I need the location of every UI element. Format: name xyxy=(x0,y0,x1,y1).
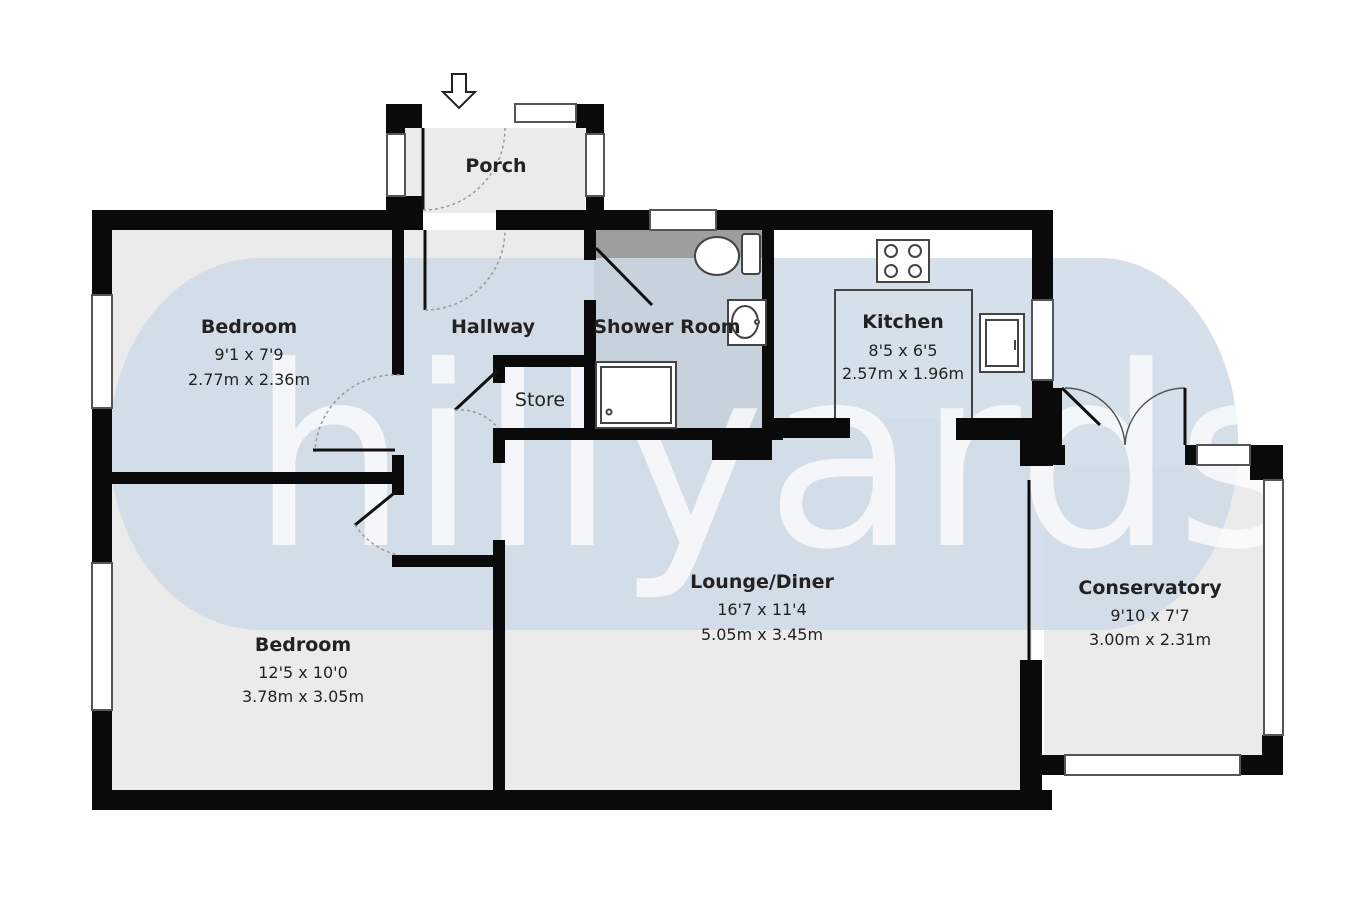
window xyxy=(1031,299,1054,381)
window xyxy=(91,294,113,409)
window xyxy=(1064,754,1241,776)
room-dim-metric-bedroom-1: 2.77m x 2.36m xyxy=(188,370,310,389)
watermark-band xyxy=(109,258,1239,630)
room-dim-metric-bedroom-2: 3.78m x 3.05m xyxy=(242,687,364,706)
hob-icon xyxy=(876,239,930,283)
window xyxy=(585,133,605,197)
room-dim-imperial-conservatory: 9'10 x 7'7 xyxy=(1110,606,1189,625)
basin-icon xyxy=(727,299,767,346)
room-dim-metric-lounge: 5.05m x 3.45m xyxy=(701,625,823,644)
kitchen-units xyxy=(834,289,973,418)
room-name-bedroom-2: Bedroom xyxy=(255,634,351,656)
room-dim-metric-kitchen: 2.57m x 1.96m xyxy=(842,364,964,383)
entrance-arrow-icon xyxy=(440,73,478,110)
room-name-kitchen: Kitchen xyxy=(862,311,944,333)
room-dim-metric-conservatory: 3.00m x 2.31m xyxy=(1089,630,1211,649)
porch-floor xyxy=(405,128,585,213)
room-dim-imperial-bedroom-1: 9'1 x 7'9 xyxy=(214,345,283,364)
room-dim-imperial-bedroom-2: 12'5 x 10'0 xyxy=(258,663,348,682)
doors xyxy=(313,127,1187,556)
sink-icon xyxy=(979,313,1025,373)
window xyxy=(1196,444,1251,466)
room-dim-imperial-kitchen: 8'5 x 6'5 xyxy=(868,341,937,360)
shower-tray-icon xyxy=(595,361,677,429)
room-name-store: Store xyxy=(515,389,565,411)
room-name-lounge: Lounge/Diner xyxy=(690,571,834,593)
room-name-conservatory: Conservatory xyxy=(1078,577,1222,599)
window xyxy=(386,133,406,197)
windows xyxy=(91,103,1284,776)
labels: Porch Hallway Store Shower Room Kitchen … xyxy=(188,155,1222,706)
window xyxy=(1263,479,1284,736)
room-name-bedroom-1: Bedroom xyxy=(201,316,297,338)
room-name-shower-room: Shower Room xyxy=(593,316,740,338)
room-name-porch: Porch xyxy=(465,155,526,177)
window xyxy=(649,209,717,231)
window xyxy=(514,103,577,123)
room-dim-imperial-lounge: 16'7 x 11'4 xyxy=(717,600,807,619)
window xyxy=(91,562,113,711)
toilet-icon xyxy=(694,233,761,276)
walls xyxy=(92,104,1283,810)
room-name-hallway: Hallway xyxy=(451,316,536,338)
